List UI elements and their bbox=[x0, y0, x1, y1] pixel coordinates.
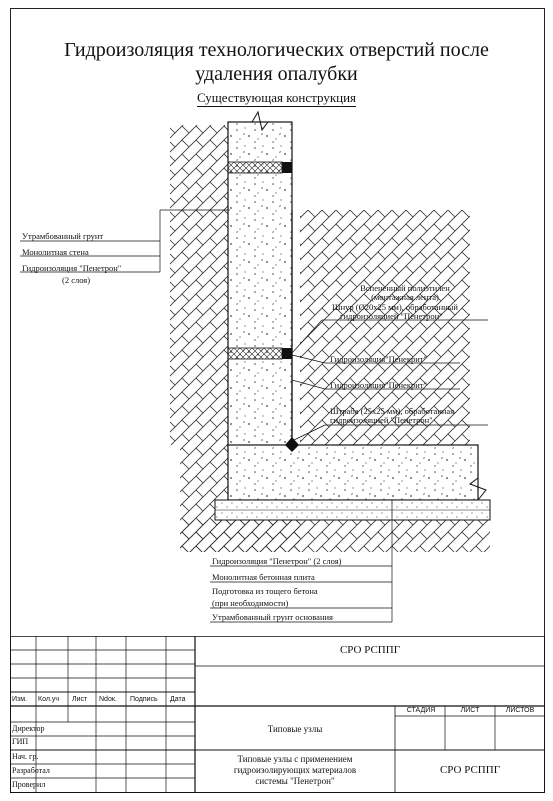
doc-desc-line1: Типовые узлы с применением bbox=[237, 754, 353, 764]
doc-desc-line3: системы "Пенетрон" bbox=[255, 776, 335, 786]
label-if-necessary: (при необходимости) bbox=[212, 598, 289, 608]
label-base-soil: Утрамбованный грунт основания bbox=[212, 612, 333, 622]
seal-cord-lower bbox=[282, 348, 292, 359]
label-monolithic-wall: Монолитная стена bbox=[22, 247, 89, 257]
label-concrete-slab: Монолитная бетонная плита bbox=[212, 572, 315, 582]
construction-section-drawing bbox=[20, 110, 491, 623]
label-penetron-waterproofing: Гидроизоляция "Пенетрон" bbox=[22, 263, 122, 273]
role-developer: Разработал bbox=[12, 766, 50, 775]
header-list: Лист bbox=[72, 696, 88, 703]
label-groove-treatment: гидроизоляцией "Пенетрон" bbox=[330, 415, 433, 425]
header-koluch: Кол.уч bbox=[38, 696, 59, 703]
org-name-bottom: СРО РСППГ bbox=[439, 764, 501, 776]
foam-tape-lower bbox=[227, 347, 283, 360]
doc-desc-line2: гидроизолирующих материалов bbox=[233, 765, 357, 775]
label-two-layers: (2 слоя) bbox=[62, 275, 91, 285]
label-seal-cord: Шнур (Ø20х25 мм), обработанный bbox=[332, 302, 458, 312]
header-ndok: Ndoк. bbox=[99, 696, 117, 703]
seal-cord-upper bbox=[282, 162, 292, 173]
drawing-title-line1: Гидроизоляция технологических отверстий … bbox=[64, 39, 489, 61]
stage-label: СТАДИЯ bbox=[406, 707, 436, 714]
doc-title: Типовые узлы bbox=[267, 724, 323, 734]
role-gip: ГИП bbox=[12, 737, 29, 746]
soil-upper-right-hatch bbox=[300, 210, 470, 445]
sheets-label: ЛИСТОВ bbox=[505, 707, 535, 714]
label-groove: Штраба (25х25 мм), обработанная bbox=[330, 406, 455, 416]
label-peneckrit-upper: Гидроизоляция"Пенекрит" bbox=[330, 354, 427, 364]
label-foam-polyethylene: Вспененный полиэтилен bbox=[360, 283, 450, 293]
label-lean-concrete: Подготовка из тощего бетона bbox=[212, 586, 318, 596]
label-peneckrit-lower: Гидроизоляция"Пенекрит" bbox=[330, 380, 427, 390]
label-mounting-tape: (монтажная лента) bbox=[371, 292, 439, 302]
title-block: СРО РСППГ Изм. Кол.уч Лист Ndoк. Подпись… bbox=[10, 636, 545, 793]
title-block-grid bbox=[10, 636, 545, 793]
role-director: Директор bbox=[12, 724, 45, 733]
drawing-subtitle: Существующая конструкция bbox=[0, 90, 553, 107]
header-podpis: Подпись bbox=[130, 696, 158, 703]
label-penetron-two-layers: Гидроизоляция "Пенетрон" (2 слоя) bbox=[212, 556, 342, 566]
role-checker: Проверил bbox=[12, 780, 46, 789]
foam-tape-upper bbox=[227, 161, 283, 174]
drawing-title-line2: удаления опалубки bbox=[195, 63, 358, 85]
subtitle-text: Существующая конструкция bbox=[196, 90, 357, 107]
org-name-top: СРО РСППГ bbox=[339, 644, 401, 656]
soil-lower-hatch bbox=[180, 520, 490, 552]
label-seal-cord-treatment: гидроизоляцией "Пенетрон" bbox=[340, 311, 443, 321]
header-data: Дата bbox=[170, 696, 186, 703]
header-izm: Изм. bbox=[12, 696, 27, 703]
label-compacted-soil: Утрамбованный грунт bbox=[22, 231, 104, 241]
role-head-group: Нач. гр. bbox=[12, 752, 39, 761]
sheet-label: ЛИСТ bbox=[460, 707, 480, 714]
